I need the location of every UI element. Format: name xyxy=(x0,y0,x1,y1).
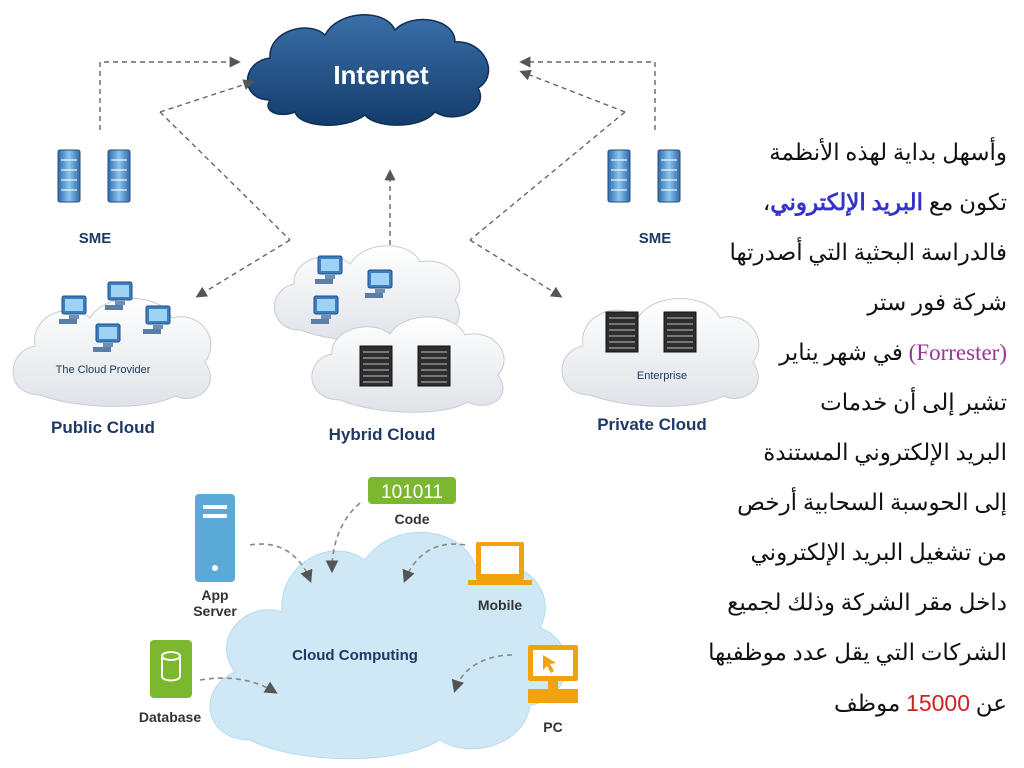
text-line-12-post: موظف xyxy=(833,691,907,716)
text-line-12-pre: عن xyxy=(970,691,1007,716)
code-icon: 101011 Code xyxy=(368,477,456,527)
database-icon: Database xyxy=(139,640,201,725)
text-line-1: وأسهل بداية لهذه الأنظمة xyxy=(769,140,1007,165)
text-line-5: (Forrester) في شهر يناير xyxy=(779,340,1007,366)
hybrid-cloud-label: Hybrid Cloud xyxy=(329,425,436,444)
cloud-computing-cloud: Cloud Computing xyxy=(209,531,567,760)
private-cloud-label: Private Cloud xyxy=(597,415,707,434)
sme-left-servers: SME xyxy=(57,149,131,247)
enterprise-label: Enterprise xyxy=(637,370,687,382)
mobile-label: Mobile xyxy=(478,597,523,613)
mobile-icon: Mobile xyxy=(468,542,532,613)
public-cloud: The Cloud Provider Public Cloud xyxy=(12,281,212,437)
text-line-12: عن 15000 موظف xyxy=(834,690,1007,717)
app-server-icon: App Server xyxy=(193,494,237,619)
hybrid-cloud: Hybrid Cloud xyxy=(273,245,505,444)
sme-right-label: SME xyxy=(639,230,672,247)
private-cloud: Enterprise Private Cloud xyxy=(561,298,760,434)
cloud-computing-label: Cloud Computing xyxy=(292,647,418,664)
sme-left-label: SME xyxy=(79,230,112,247)
pc-icon: PC xyxy=(528,645,578,735)
text-line-9: من تشغيل البريد الإلكتروني xyxy=(750,540,1007,565)
text-line-7: البريد الإلكتروني المستندة xyxy=(763,440,1007,465)
text-line-2: تكون مع البريد الإلكتروني، xyxy=(763,190,1007,216)
cloud-computing-arrows xyxy=(199,502,513,694)
app-server-label-2: Server xyxy=(193,603,237,619)
database-label: Database xyxy=(139,709,201,725)
text-line-11: الشركات التي يقل عدد موظفيها xyxy=(708,640,1007,665)
text-line-2-email: البريد الإلكتروني xyxy=(770,190,924,215)
app-server-label-1: App xyxy=(201,587,228,603)
text-line-2-pre: تكون مع xyxy=(923,190,1007,215)
pc-label: PC xyxy=(543,719,562,735)
text-line-4: شركة فور ستر xyxy=(867,290,1007,315)
text-line-8: إلى الحوسبة السحابية أرخص xyxy=(737,490,1007,515)
code-box-text: 101011 xyxy=(381,482,443,503)
text-line-12-number: 15000 xyxy=(906,690,971,716)
sme-right-servers: SME xyxy=(607,149,681,247)
text-line-6: تشير إلى أن خدمات xyxy=(820,390,1007,415)
text-line-5-forrester: (Forrester) xyxy=(908,340,1007,365)
internet-label: Internet xyxy=(333,60,429,90)
cloud-provider-label: The Cloud Provider xyxy=(56,364,151,376)
text-line-2-post: ، xyxy=(762,190,771,215)
text-line-3: فالدراسة البحثية التي أصدرتها xyxy=(729,240,1007,265)
text-line-10: داخل مقر الشركة وذلك لجميع xyxy=(727,590,1007,615)
connector-lines xyxy=(99,56,656,298)
text-line-5-post: في شهر يناير xyxy=(779,340,909,365)
public-cloud-label: Public Cloud xyxy=(51,418,155,437)
code-label: Code xyxy=(395,511,430,527)
internet-cloud: Internet xyxy=(246,14,490,126)
